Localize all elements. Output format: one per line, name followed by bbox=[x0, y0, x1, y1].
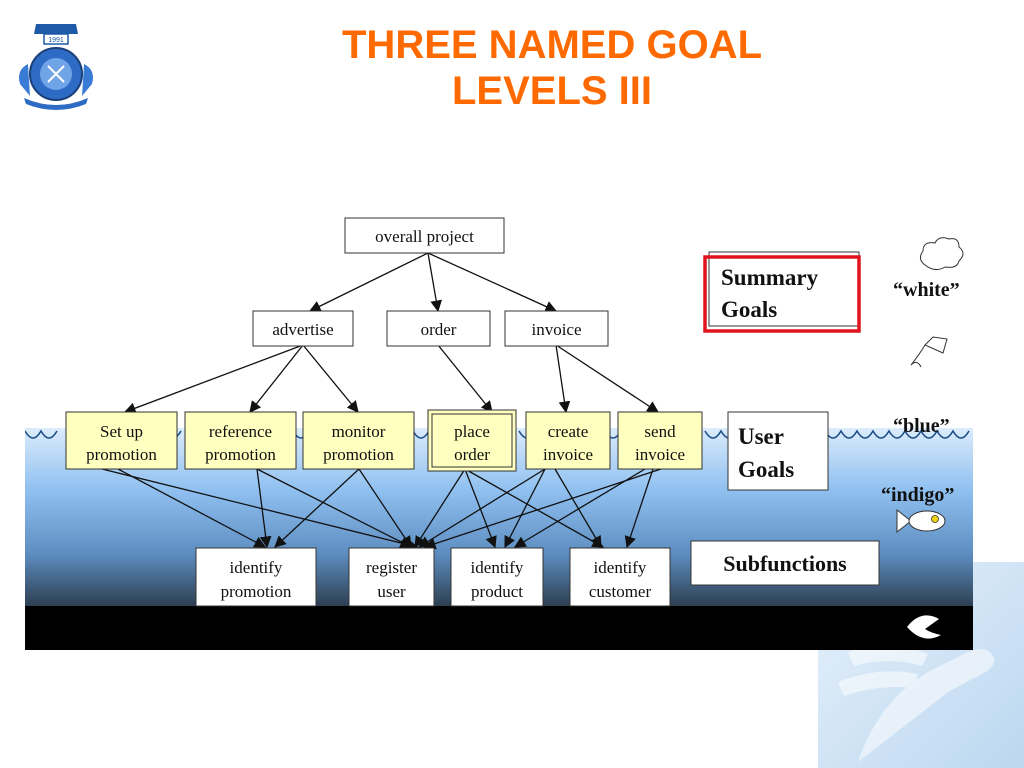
svg-text:user: user bbox=[377, 582, 406, 601]
seabed bbox=[25, 606, 973, 650]
white-level-label: “white” bbox=[893, 279, 960, 301]
clam-icon bbox=[907, 615, 941, 639]
node-send-invoice: send invoice bbox=[617, 411, 703, 470]
svg-text:invoice: invoice bbox=[635, 445, 685, 464]
subfunctions-label: Subfunctions bbox=[690, 540, 880, 586]
svg-text:identify: identify bbox=[471, 558, 524, 577]
svg-text:identify: identify bbox=[594, 558, 647, 577]
svg-text:overall project: overall project bbox=[375, 227, 474, 246]
svg-text:1991: 1991 bbox=[48, 37, 64, 44]
fish-icon bbox=[896, 508, 946, 534]
node-reference-promotion: reference promotion bbox=[184, 411, 297, 470]
svg-text:create: create bbox=[548, 422, 589, 441]
svg-text:order: order bbox=[454, 445, 490, 464]
svg-text:promotion: promotion bbox=[86, 445, 157, 464]
cloud-icon bbox=[919, 237, 964, 271]
svg-text:identify: identify bbox=[230, 558, 283, 577]
svg-text:place: place bbox=[454, 422, 490, 441]
svg-text:customer: customer bbox=[589, 582, 652, 601]
svg-text:invoice: invoice bbox=[531, 320, 581, 339]
node-register-user: register user bbox=[348, 547, 435, 607]
node-order: order bbox=[386, 310, 491, 347]
svg-text:product: product bbox=[471, 582, 523, 601]
svg-text:advertise: advertise bbox=[272, 320, 333, 339]
kite-icon bbox=[910, 336, 948, 368]
svg-text:Goals: Goals bbox=[721, 297, 777, 322]
tree-edges bbox=[101, 252, 662, 551]
svg-text:send: send bbox=[644, 422, 676, 441]
node-create-invoice: create invoice bbox=[525, 411, 611, 470]
svg-text:promotion: promotion bbox=[221, 582, 292, 601]
node-invoice: invoice bbox=[504, 310, 609, 347]
svg-text:monitor: monitor bbox=[332, 422, 386, 441]
svg-text:invoice: invoice bbox=[543, 445, 593, 464]
node-identify-customer: identify customer bbox=[569, 547, 671, 607]
svg-text:register: register bbox=[366, 558, 417, 577]
svg-text:order: order bbox=[421, 320, 457, 339]
node-setup-promotion: Set up promotion bbox=[65, 411, 178, 470]
slide-title-line2: LEVELS III bbox=[451, 69, 653, 113]
svg-text:User: User bbox=[738, 424, 784, 449]
svg-text:promotion: promotion bbox=[323, 445, 394, 464]
summary-goals-label: Summary Goals bbox=[703, 251, 861, 333]
goal-levels-diagram: overall project advertise order invoice … bbox=[25, 217, 973, 650]
svg-text:Summary: Summary bbox=[721, 265, 819, 290]
institution-crest-icon: 1991 bbox=[19, 24, 93, 110]
indigo-level-label: “indigo” bbox=[881, 484, 954, 506]
slide-title: THREE NAMED GOAL LEVELS III bbox=[180, 22, 924, 114]
node-identify-promotion: identify promotion bbox=[195, 547, 317, 607]
node-place-order: place order bbox=[427, 409, 517, 472]
node-overall-project: overall project bbox=[344, 217, 505, 254]
user-goals-label: User Goals bbox=[727, 411, 829, 491]
node-monitor-promotion: monitor promotion bbox=[302, 411, 415, 470]
slide-title-line1: THREE NAMED GOAL bbox=[342, 23, 762, 67]
svg-text:promotion: promotion bbox=[205, 445, 276, 464]
node-identify-product: identify product bbox=[450, 547, 544, 607]
svg-text:reference: reference bbox=[209, 422, 272, 441]
node-advertise: advertise bbox=[252, 310, 354, 347]
svg-text:Subfunctions: Subfunctions bbox=[723, 551, 847, 576]
svg-text:Goals: Goals bbox=[738, 457, 794, 482]
svg-text:Set up: Set up bbox=[100, 422, 143, 441]
blue-level-label: “blue” bbox=[893, 415, 950, 437]
